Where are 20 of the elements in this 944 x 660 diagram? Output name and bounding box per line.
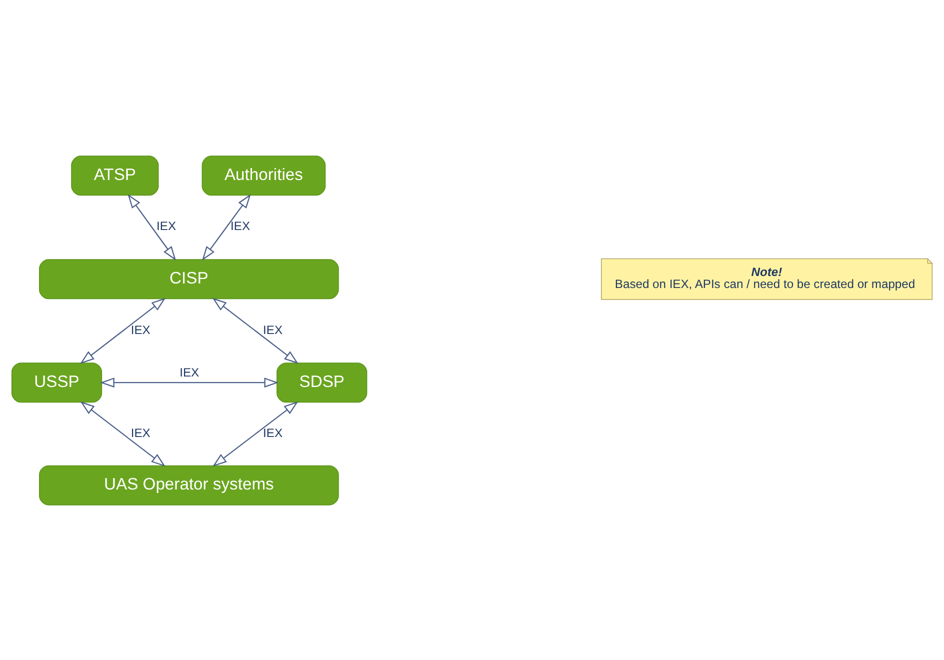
arrow [128,193,176,260]
arrow [100,377,279,388]
edge-label: IEX [263,322,283,337]
edge-label: IEX [230,218,250,232]
node-box: SDSP [276,362,368,402]
arrow [80,297,166,364]
node-box: ATSP [71,155,159,196]
arrow [212,400,298,466]
arrow [80,400,166,466]
edge-label: IEX [180,364,200,379]
node-box: USSP [11,362,102,402]
edge-label: IEX [263,425,283,440]
node-box: CISP [39,258,339,299]
arrow [202,193,251,260]
node-box: UAS Operator systems [39,464,339,505]
arrow [212,297,298,364]
node-box: Authorities [202,155,326,196]
edge-label: IEX [130,322,150,337]
edge-label: IEX [156,218,176,232]
edge-label: IEX [130,425,150,440]
